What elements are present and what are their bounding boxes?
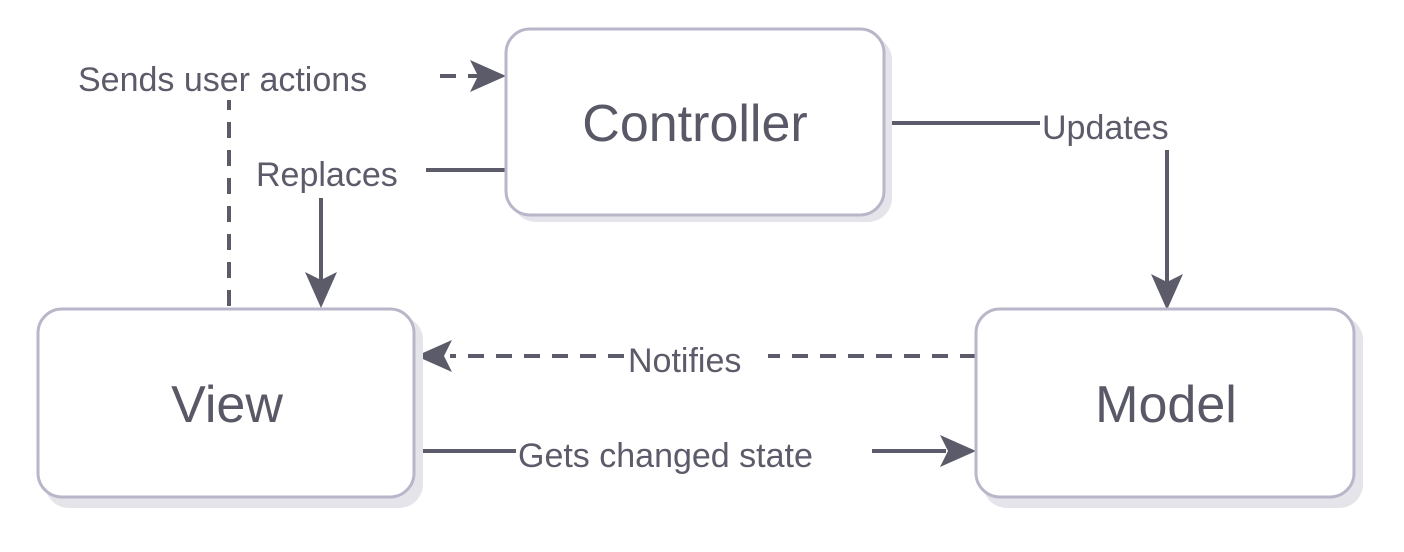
view-box: [36, 307, 416, 499]
node-view: View: [36, 307, 423, 508]
edge-replaces: Replaces: [256, 156, 506, 308]
node-controller: Controller: [504, 27, 892, 222]
gets-changed-state-label: Gets changed state: [518, 437, 813, 475]
gets-changed-state-arrowhead: [940, 435, 976, 467]
updates-label: Updates: [1042, 109, 1169, 147]
updates-arrowhead: [1151, 274, 1183, 310]
controller-box: [504, 27, 886, 217]
edge-updates: Updates: [884, 109, 1183, 310]
replaces-arrowhead: [305, 272, 337, 308]
sends-user-actions-label: Sends user actions: [78, 61, 367, 99]
sends-user-actions-arrowhead: [470, 60, 506, 92]
edge-sends-user-actions: Sends user actions: [78, 60, 506, 306]
model-label: Model: [1095, 376, 1237, 434]
replaces-label: Replaces: [256, 156, 398, 194]
controller-label: Controller: [582, 95, 807, 153]
model-box: [974, 307, 1356, 499]
notifies-label: Notifies: [628, 342, 741, 380]
view-label: View: [171, 376, 283, 434]
edge-gets-changed-state: Gets changed state: [416, 435, 976, 475]
notifies-arrowhead: [416, 340, 452, 372]
edge-notifies: Notifies: [416, 340, 976, 380]
node-model: Model: [974, 307, 1363, 508]
